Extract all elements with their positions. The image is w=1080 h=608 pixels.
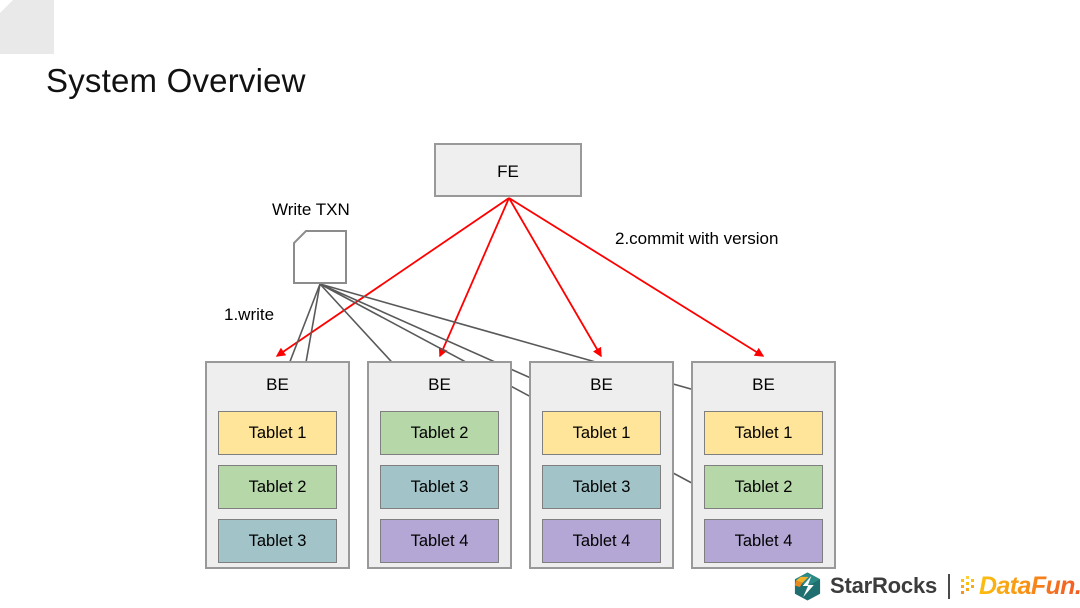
page-title: System Overview [46, 62, 306, 99]
be-1-tablet-1[interactable]: Tablet 1 [218, 411, 337, 455]
starrocks-wordmark: StarRocks [830, 573, 938, 598]
be-node-4-label: BE [752, 375, 775, 394]
step-2-label: 2.commit with version [615, 229, 779, 248]
starrocks-mark-icon [794, 571, 821, 601]
be-1-tablet-3[interactable]: Tablet 3 [218, 519, 337, 563]
be-4-tablet-3[interactable]: Tablet 4 [704, 519, 823, 563]
be-3-tablet-1[interactable]: Tablet 1 [542, 411, 661, 455]
step-1-label: 1.write [224, 305, 275, 324]
commit-arrow-be-1 [275, 197, 510, 357]
be-node-2-tablet-list: Tablet 2 Tablet 3 Tablet 4 [380, 411, 499, 563]
commit-arrow-be-2 [438, 197, 510, 358]
fe-node-label: FE [497, 162, 519, 181]
be-node-1-label: BE [266, 375, 289, 394]
datafun-wordmark: DataFun. [979, 571, 1080, 600]
be-2-tablet-2[interactable]: Tablet 3 [380, 465, 499, 509]
commit-arrow-be-4 [508, 197, 765, 357]
be-1-tablet-2[interactable]: Tablet 2 [218, 465, 337, 509]
footer-logos: StarRocks DataFun. [792, 568, 1080, 604]
be-node-3-tablet-list: Tablet 1 Tablet 3 Tablet 4 [542, 411, 661, 563]
logo-divider [948, 573, 951, 599]
be-node-2-label: BE [428, 375, 451, 394]
be-node-2[interactable]: BE Tablet 2 Tablet 3 Tablet 4 [367, 361, 512, 569]
commit-arrow-be-3 [508, 197, 602, 358]
be-node-3[interactable]: BE Tablet 1 Tablet 3 Tablet 4 [529, 361, 674, 569]
be-2-tablet-1[interactable]: Tablet 2 [380, 411, 499, 455]
be-4-tablet-1[interactable]: Tablet 1 [704, 411, 823, 455]
fe-node[interactable]: FE [434, 143, 582, 197]
be-node-1-tablet-list: Tablet 1 Tablet 2 Tablet 3 [218, 411, 337, 563]
be-3-tablet-2[interactable]: Tablet 3 [542, 465, 661, 509]
be-node-4-tablet-list: Tablet 1 Tablet 2 Tablet 4 [704, 411, 823, 563]
commit-arrows [275, 197, 765, 358]
starrocks-logo: StarRocks [792, 571, 937, 602]
be-node-3-label: BE [590, 375, 613, 394]
write-txn-node-outline [293, 230, 347, 284]
datafun-logo: DataFun. [961, 572, 1080, 601]
be-3-tablet-3[interactable]: Tablet 4 [542, 519, 661, 563]
be-node-1[interactable]: BE Tablet 1 Tablet 2 Tablet 3 [205, 361, 350, 569]
write-txn-node[interactable] [0, 0, 54, 54]
be-node-4[interactable]: BE Tablet 1 Tablet 2 Tablet 4 [691, 361, 836, 569]
write-txn-caption: Write TXN [272, 200, 350, 219]
datafun-dots-icon [961, 576, 975, 594]
be-4-tablet-2[interactable]: Tablet 2 [704, 465, 823, 509]
be-2-tablet-3[interactable]: Tablet 4 [380, 519, 499, 563]
